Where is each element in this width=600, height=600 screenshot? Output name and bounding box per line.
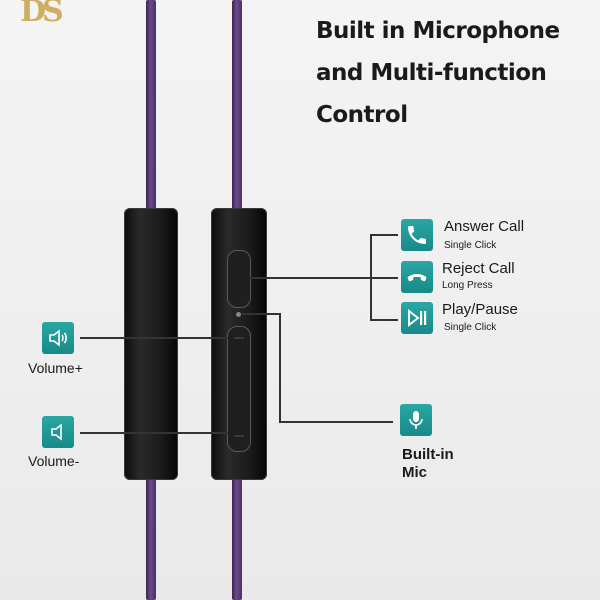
control-sub-reject: Long Press	[442, 280, 493, 291]
connector-volume-down	[80, 432, 228, 434]
headline-line-2: and Multi-function	[316, 60, 547, 86]
remote-control-body	[211, 208, 267, 480]
control-label-reject: Reject Call	[442, 260, 515, 277]
volume-down-grip	[234, 435, 244, 437]
volume-up-label: Volume+	[28, 360, 83, 376]
mic-label-line-1: Built-in	[402, 446, 454, 463]
left-cable-bottom	[146, 478, 156, 600]
multi-function-button[interactable]	[227, 250, 251, 308]
control-label-answer: Answer Call	[444, 218, 525, 235]
connector-reject-h	[370, 277, 398, 279]
connector-volume-up	[80, 337, 228, 339]
volume-down-label: Volume-	[28, 453, 80, 469]
volume-down-icon	[42, 416, 74, 448]
headline: Built in Microphone and Multi-function C…	[316, 10, 596, 136]
left-cable-top	[146, 0, 156, 212]
headline-line-1: Built in Microphone	[316, 18, 560, 44]
connector-mic-top-h	[242, 313, 280, 315]
play-pause-icon	[401, 302, 433, 334]
mic-label: Built-in Mic	[402, 446, 454, 482]
connector-mic-v	[279, 313, 281, 422]
phone-hangup-icon	[401, 261, 433, 293]
left-earphone-body	[124, 208, 178, 480]
control-sub-play: Single Click	[444, 322, 497, 333]
headline-line-3: Control	[316, 102, 408, 128]
right-cable-top	[232, 0, 242, 212]
connector-mic-h	[279, 421, 393, 423]
microphone-icon	[400, 404, 432, 436]
volume-up-icon	[42, 322, 74, 354]
control-sub-answer: Single Click	[444, 240, 497, 251]
phone-answer-icon	[401, 219, 433, 251]
connector-main-h	[250, 277, 370, 279]
connector-answer-h	[370, 234, 398, 236]
mic-label-line-2: Mic	[402, 464, 428, 481]
brand-logo: DS	[20, 0, 64, 29]
volume-up-grip	[234, 337, 244, 339]
mic-hole	[236, 312, 241, 317]
control-label-play: Play/Pause	[442, 301, 518, 318]
right-cable-bottom	[232, 478, 242, 600]
connector-play-h	[370, 319, 398, 321]
volume-rocker[interactable]	[227, 326, 251, 452]
